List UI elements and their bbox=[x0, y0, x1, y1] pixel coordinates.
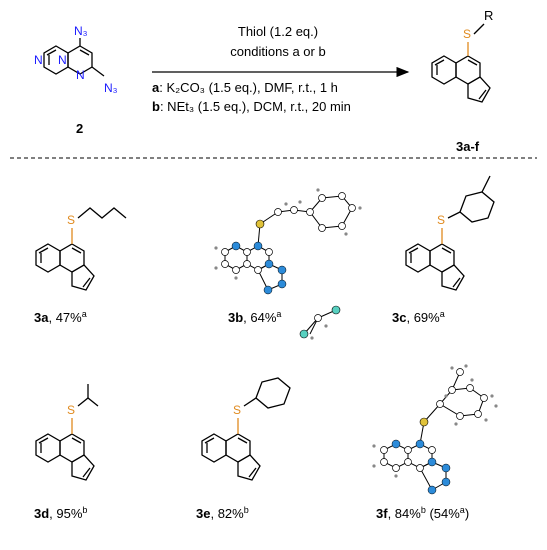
condition-a: a: K₂CO₃ (1.5 eq.), DMF, r.t., 1 h bbox=[152, 80, 338, 95]
product-r-label: R bbox=[484, 8, 493, 23]
start-label: 2 bbox=[76, 121, 83, 136]
compound-label-3c: 3c, 69%a bbox=[392, 309, 445, 325]
azide-label-top: N₃ bbox=[74, 24, 88, 38]
ring-n-label-2: N bbox=[76, 68, 85, 82]
structure-3e: S bbox=[201, 377, 291, 481]
product-3a-f: S R 3a-f bbox=[431, 8, 493, 154]
reagent-text: Thiol (1.2 eq.) bbox=[238, 24, 318, 39]
starting-material-2: N₃ N₃ N N N 2 bbox=[34, 24, 118, 136]
ring-n-label-1: N bbox=[58, 53, 67, 67]
compound-label-3a: 3a, 47%a bbox=[34, 309, 87, 325]
product-label: 3a-f bbox=[456, 139, 480, 154]
compound-label-3f: 3f, 84%b (54%a) bbox=[376, 505, 469, 521]
s-label: S bbox=[233, 403, 241, 417]
structure-3c: S bbox=[405, 175, 495, 291]
compound-label-3b: 3b, 64%a bbox=[228, 309, 281, 325]
condition-b: b: NEt₃ (1.5 eq.), DCM, r.t., 20 min bbox=[152, 99, 351, 114]
s-label: S bbox=[437, 213, 445, 227]
conditions-text: conditions a or b bbox=[230, 44, 325, 59]
s-label: S bbox=[67, 403, 75, 417]
s-label: S bbox=[67, 213, 75, 227]
compound-label-3d: 3d, 95%b bbox=[34, 505, 87, 521]
pyridine-n-label: N bbox=[34, 53, 43, 67]
structure-3d: S bbox=[35, 384, 99, 481]
azide-label-bottom: N₃ bbox=[104, 81, 118, 95]
crystal-structure-3f bbox=[372, 364, 498, 495]
crystal-structure-3b bbox=[214, 188, 362, 340]
structure-3a: S bbox=[35, 207, 127, 291]
compound-label-3e: 3e, 82%b bbox=[196, 505, 249, 521]
product-s-label: S bbox=[463, 27, 471, 41]
